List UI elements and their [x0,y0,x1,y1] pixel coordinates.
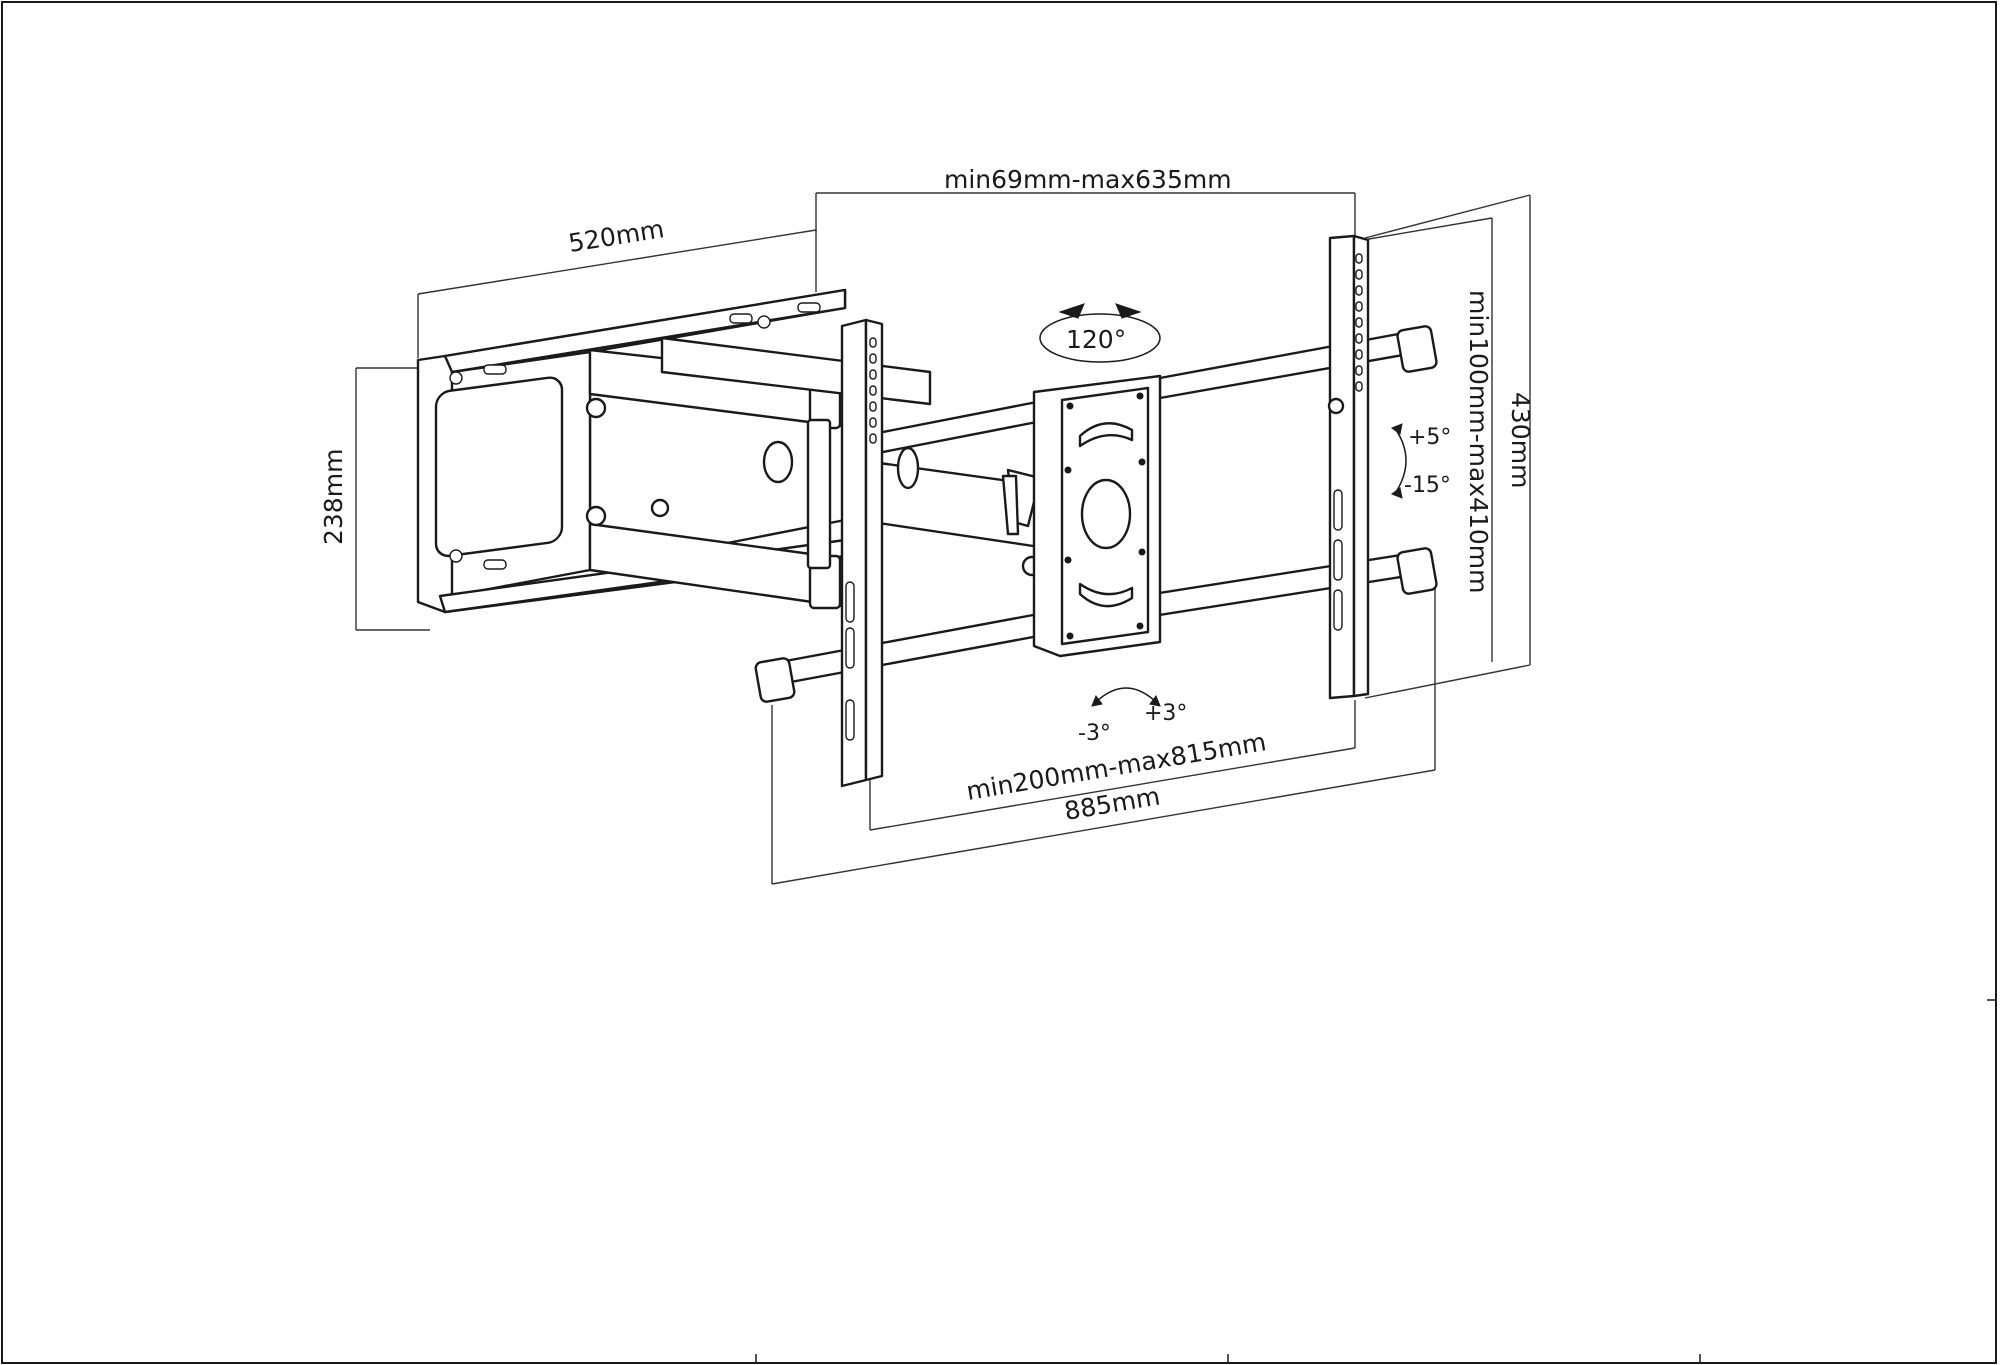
depth-label: 520mm [566,214,666,258]
level-left-label: -3° [1078,721,1111,746]
stud-distance-label: min69mm-max635mm [944,165,1232,194]
bracket-height-label: 430mm [1506,392,1535,488]
wall-plate-keyholes [449,302,821,570]
swivel-angle-label: 120° [1066,325,1126,354]
left-vertical-bracket [840,318,884,788]
border-ticks [755,999,1996,1363]
dimension-lines [355,192,1531,885]
right-bracket-holes [1333,253,1363,631]
center-tilt-plate [1032,374,1162,658]
tilt-down-label: -15° [1404,473,1451,498]
tilt-indicator [1390,423,1407,499]
wall-plate-height-label: 238mm [319,449,348,545]
level-right-label: +3° [1144,701,1187,726]
right-vertical-bracket [1327,234,1370,700]
vesa-vertical-label: min100mm-max410mm [1464,290,1493,593]
tilt-up-label: +5° [1408,425,1451,450]
level-indicator [1091,687,1161,707]
swivel-indicator [1039,303,1161,363]
swing-arms [585,336,1062,610]
left-bracket-holes [845,337,877,741]
